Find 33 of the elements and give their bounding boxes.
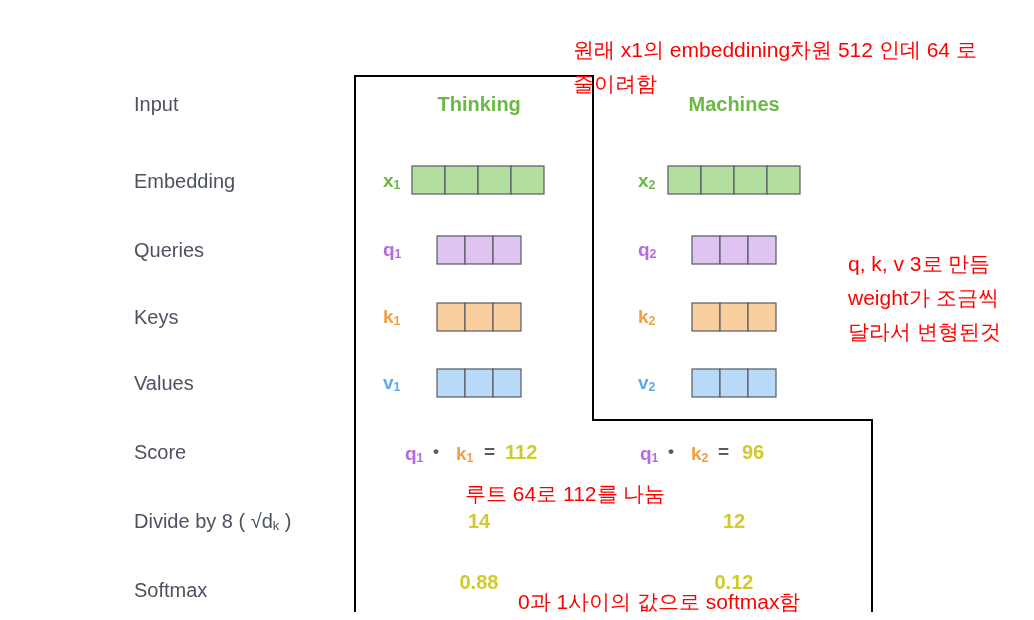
vector-name: q$_{1}$ (383, 239, 402, 261)
row-label: Embedding (134, 170, 236, 192)
score-value: 112 (505, 441, 538, 463)
row-label: Values (134, 372, 194, 394)
annotation-note: q, k, v 3로 만듬 weight가 조금씩달라서 변형된것 (848, 251, 1002, 345)
row-label: Queries (134, 239, 205, 261)
score-value: 14 (468, 510, 491, 532)
dot-operator: • (433, 442, 439, 462)
softmax-value: 0.88 (459, 571, 499, 593)
vector-name: q$_{1}$ (405, 443, 424, 465)
vector-name: k$_{2}$ (691, 443, 709, 465)
row-label: Score (134, 441, 187, 463)
vector-name: q$_{1}$ (640, 443, 659, 465)
vector-name: k$_{1}$ (383, 306, 401, 328)
vector-name: x$_{1}$ (383, 170, 401, 192)
input-word: Machines (688, 93, 780, 115)
row-label: Softmax (134, 579, 208, 601)
dot-operator: • (668, 442, 674, 462)
equals-sign: = (718, 441, 730, 463)
annotation-note: 루트 64로 112를 나눔 (465, 481, 666, 505)
row-label: Keys (134, 306, 179, 328)
score-value: 96 (742, 441, 765, 463)
vector-name: v$_{2}$ (638, 372, 656, 394)
vector-name: v$_{1}$ (383, 372, 401, 394)
vector-name: k$_{1}$ (456, 443, 474, 465)
score-value: 12 (723, 510, 746, 532)
vector-name: k$_{2}$ (638, 306, 656, 328)
row-label: Divide by 8 ( √d$_{k}$ ) (134, 509, 292, 533)
equals-sign: = (484, 441, 496, 463)
vector-name: x$_{2}$ (638, 170, 656, 192)
input-word: Thinking (437, 93, 521, 115)
vector-name: q$_{2}$ (638, 239, 657, 261)
row-label: Input (134, 93, 179, 115)
